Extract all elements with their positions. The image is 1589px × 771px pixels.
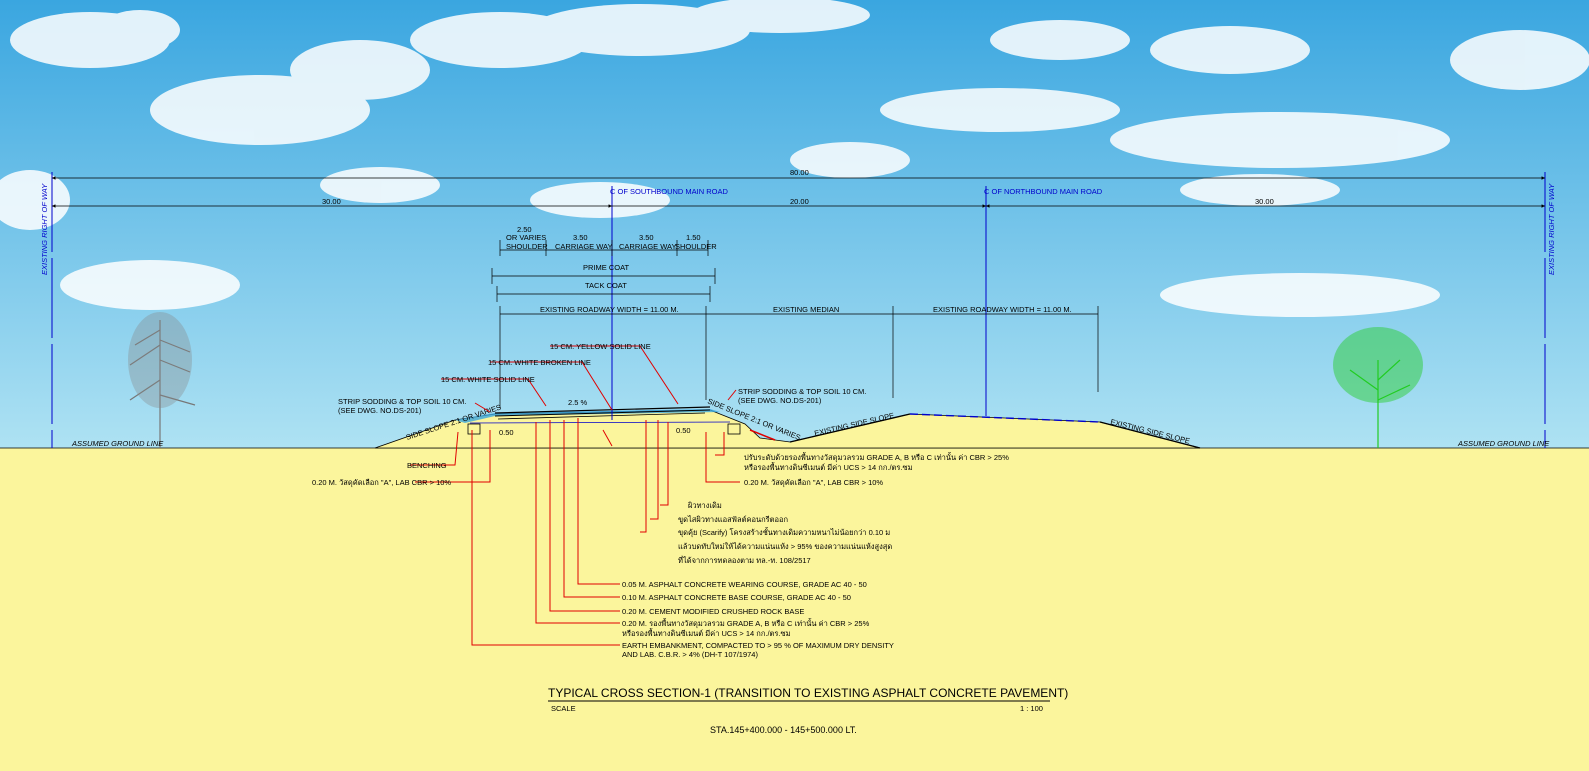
callout-scarify-1: ขุดคุ้ย (Scarify) โครงสร้างชั้นทางเดิมคว… [678,527,890,537]
callout-selected-left: 0.20 M. วัสดุคัดเลือก "A", LAB CBR > 10% [312,478,451,487]
callout-white-solid: 15 CM. WHITE SOLID LINE [441,375,535,384]
layer-base-course: 0.10 M. ASPHALT CONCRETE BASE COURSE, GR… [622,593,851,602]
label-crossfall: 2.5 % [568,398,588,407]
station-label: STA.145+400.000 - 145+500.000 LT. [710,725,857,735]
callout-existing-surface: ผิวทางเดิม [687,501,721,510]
label-carriage-left: CARRIAGE WAY [555,242,613,251]
layer-subbase-2: หรือรองพื้นทางดินซีเมนต์ มีค่า UCS > 14 … [622,628,791,638]
dim-left-row: 30.00 [322,197,341,206]
callout-subbase-right-1: ปรับระดับด้วยรองพื้นทางวัสดุมวลรวม GRADE… [744,452,1009,462]
label-prime-coat: PRIME COAT [583,263,630,272]
dim-median: 20.00 [790,197,809,206]
callout-scarify-3: ที่ได้จากการทดลองตาม ทล.-ท. 108/2517 [678,555,811,565]
dim-carriage-left: 3.50 [573,233,588,242]
callout-selected-right: 0.20 M. วัสดุคัดเลือก "A", LAB CBR > 10% [744,478,883,487]
centerline-northbound-label: C OF NORTHBOUND MAIN ROAD [984,187,1103,196]
leader-lines [410,345,740,646]
layer-crushed-rock: 0.20 M. CEMENT MODIFIED CRUSHED ROCK BAS… [622,607,804,616]
label-carriage-right: CARRIAGE WAY [619,242,677,251]
label-existing-roadway-left: EXISTING ROADWAY WIDTH = 11.00 M. [540,305,679,314]
label-existing-roadway-right: EXISTING ROADWAY WIDTH = 11.00 M. [933,305,1072,314]
tree-left [128,312,196,448]
layer-embankment-2: AND LAB. C.B.R. > 4% (DH-T 107/1974) [622,650,758,659]
sky-background [0,0,1589,448]
callout-subbase-right-2: หรือรองพื้นทางดินซีเมนต์ มีค่า UCS > 14 … [744,462,913,472]
dim-right-row: 30.00 [1255,197,1274,206]
dim-shoulder-right: 1.50 [686,233,701,242]
callout-strip-left-2: (SEE DWG. NO.DS-201) [338,406,422,415]
label-shoulder-left: SHOULDER [506,242,548,251]
callout-remove-surface: ขูดไสผิวทางแอสฟัลต์คอนกรีตออก [678,515,788,524]
dim-offset-left: 0.50 [499,428,514,437]
label-shoulder-right: SHOULDER [675,242,717,251]
dim-carriage-right: 3.50 [639,233,654,242]
label-tack-coat: TACK COAT [585,281,627,290]
row-label-right: EXISTING RIGHT OF WAY [1547,183,1556,275]
dimension-lines [52,176,1545,408]
layer-subbase-1: 0.20 M. รองพื้นทางวัสดุมวลรวม GRADE A, B… [622,618,870,628]
ground-label-left: ASSUMED GROUND LINE [71,439,164,448]
scale-label: SCALE [551,704,576,713]
callout-yellow-line: 15 CM. YELLOW SOLID LINE [550,342,651,351]
dim-shoulder-left: 2.50 [517,225,532,234]
ground-label-right: ASSUMED GROUND LINE [1457,439,1550,448]
tree-right [1333,327,1423,448]
clouds [0,0,1589,317]
callout-strip-left-1: STRIP SODDING & TOP SOIL 10 CM. [338,397,466,406]
road-section [374,406,1201,449]
layer-wearing-course: 0.05 M. ASPHALT CONCRETE WEARING COURSE,… [622,580,867,589]
callout-strip-right-2: (SEE DWG. NO.DS-201) [738,396,822,405]
dim-offset-right: 0.50 [676,426,691,435]
callout-strip-right-1: STRIP SODDING & TOP SOIL 10 CM. [738,387,866,396]
callout-scarify-2: แล้วบดทับใหม่ให้ได้ความแน่นแห้ง > 95% ขอ… [678,542,892,551]
ground-area [0,448,1589,771]
dim-shoulder-left-sub: OR VARIES [506,233,546,242]
row-label-left: EXISTING RIGHT OF WAY [40,183,49,275]
centerline-southbound-label: C OF SOUTHBOUND MAIN ROAD [610,187,729,196]
callout-white-broken: 15 CM. WHITE BROKEN LINE [488,358,591,367]
callout-benching: BENCHING [407,461,447,470]
label-existing-median: EXISTING MEDIAN [773,305,839,314]
drawing-title: TYPICAL CROSS SECTION-1 (TRANSITION TO E… [548,686,1068,700]
dim-total: 80.00 [790,168,809,177]
layer-embankment-1: EARTH EMBANKMENT, COMPACTED TO > 95 % OF… [622,641,894,650]
scale-value: 1 : 100 [1020,704,1043,713]
